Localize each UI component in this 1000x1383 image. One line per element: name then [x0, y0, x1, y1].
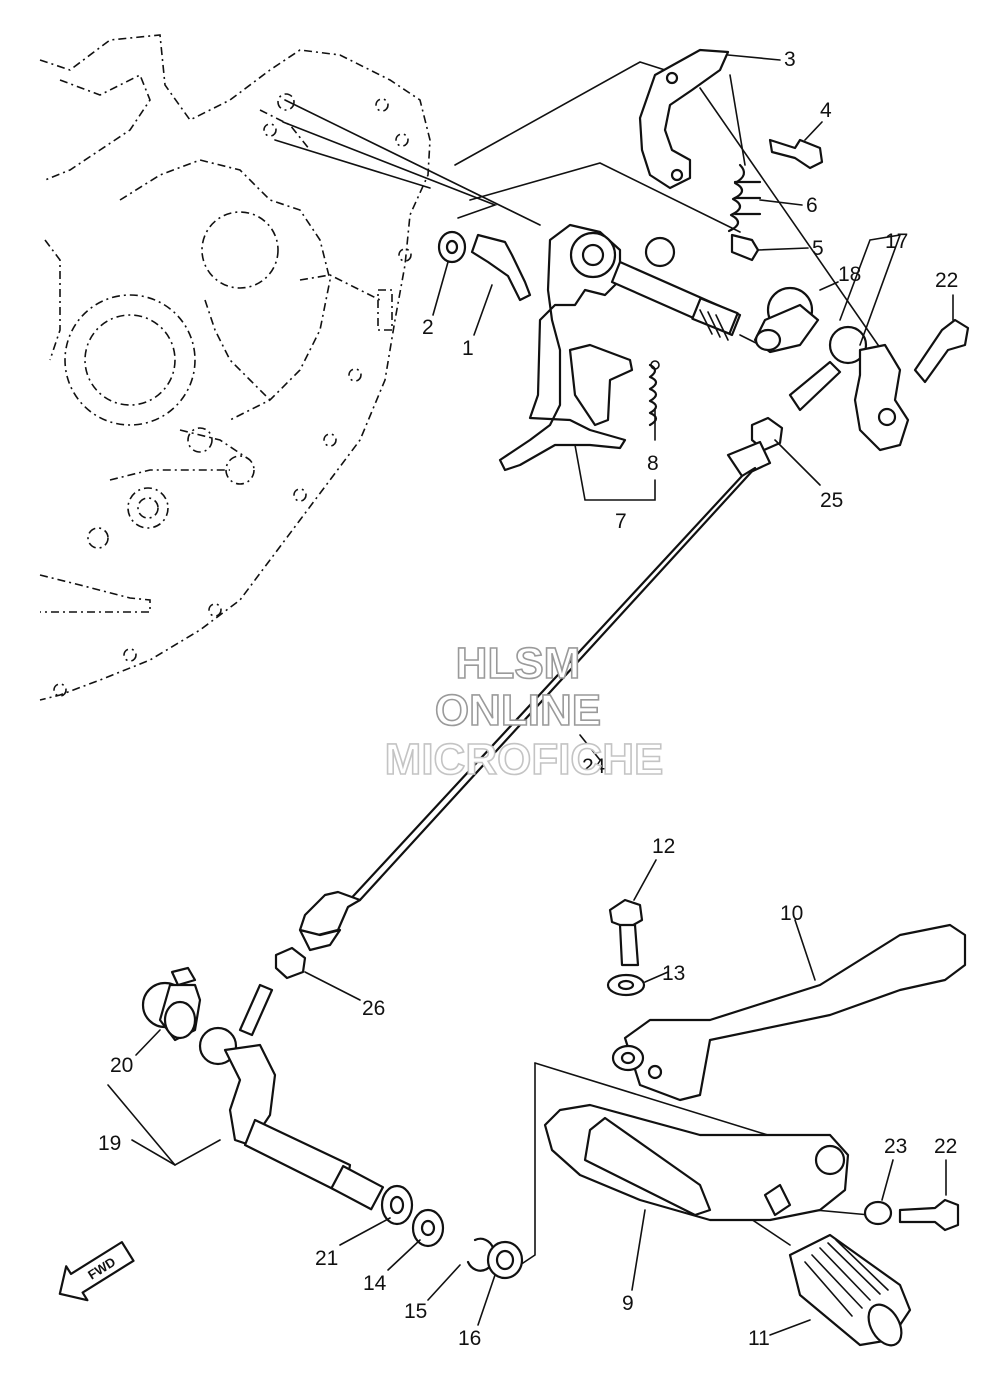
callout-22-upper: 22 [935, 269, 958, 292]
bolt-12 [608, 898, 644, 967]
pin-5 [730, 233, 760, 262]
callout-23: 23 [884, 1135, 907, 1158]
callout-26: 26 [362, 997, 385, 1020]
washer-21 [380, 1184, 414, 1226]
shift-guide-plate [638, 48, 730, 190]
nut-26 [274, 946, 307, 980]
bolt-4 [768, 138, 824, 170]
callout-8: 8 [647, 452, 659, 475]
washer-13 [606, 973, 646, 997]
rubber-grip-11 [788, 1233, 912, 1347]
callout-14: 14 [363, 1272, 387, 1295]
callout-25: 25 [820, 489, 843, 512]
callout-16: 16 [458, 1327, 481, 1350]
joint-20 [141, 966, 202, 1042]
shift-pedal-9 [543, 1103, 850, 1222]
shift-shaft-assy [498, 223, 742, 472]
stud-1 [470, 233, 532, 302]
washer-2 [437, 230, 467, 264]
shift-pedal-10 [611, 923, 967, 1102]
callout-19: 19 [98, 1132, 121, 1155]
callout-labels: 1 2 3 4 5 6 7 8 9 10 11 12 13 14 15 16 1… [98, 48, 958, 1350]
washer-23 [863, 1200, 893, 1226]
callout-13: 13 [662, 962, 685, 985]
callout-3: 3 [784, 48, 796, 71]
shift-lever-19 [198, 983, 385, 1211]
callout-22-lower: 22 [934, 1135, 957, 1158]
watermark: HLSM ONLINE MICROFICHE [384, 638, 664, 785]
fwd-arrow-icon: FWD [58, 1241, 135, 1302]
watermark-line-3: MICROFICHE [385, 735, 664, 784]
callout-24: 24 [582, 755, 606, 778]
watermark-line-1: HLSM [456, 639, 581, 688]
callout-10: 10 [780, 902, 803, 925]
callout-4: 4 [820, 99, 832, 122]
callout-15: 15 [404, 1300, 427, 1323]
callout-12: 12 [652, 835, 675, 858]
callout-21: 21 [315, 1247, 338, 1270]
callout-7: 7 [615, 510, 627, 533]
callout-9: 9 [622, 1292, 634, 1315]
spring-8 [648, 360, 660, 427]
callout-5: 5 [812, 237, 824, 260]
spring-6 [727, 163, 762, 233]
washer-14 [411, 1208, 445, 1248]
callout-leaders [107, 54, 954, 1336]
shift-rod-24 [298, 440, 772, 952]
crankcase-outline [39, 34, 431, 701]
callout-1: 1 [462, 337, 474, 360]
watermark-line-2: ONLINE [435, 686, 601, 735]
callout-20: 20 [110, 1054, 133, 1077]
bolt-22-upper [913, 318, 970, 384]
bushing-16 [486, 1240, 524, 1280]
callout-17: 17 [885, 230, 908, 253]
callout-6: 6 [806, 194, 818, 217]
bolt-22-lower [898, 1198, 960, 1232]
callout-11: 11 [748, 1327, 770, 1350]
callout-2: 2 [422, 316, 434, 339]
joint-18 [753, 286, 820, 354]
shift-arm-17 [788, 325, 910, 452]
callout-18: 18 [838, 263, 861, 286]
